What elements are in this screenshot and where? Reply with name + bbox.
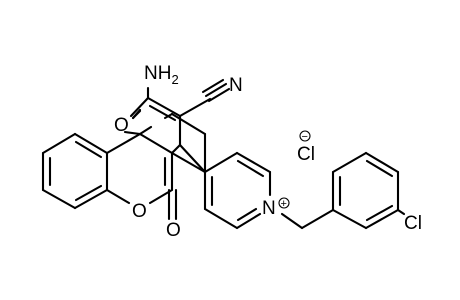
chlorophenyl-ring <box>331 151 406 230</box>
pyranone-ring <box>105 132 178 221</box>
nitrile-nitrogen-label: N <box>229 75 243 96</box>
amino-label: NH2 <box>144 63 179 87</box>
negative-charge-marker: − <box>299 130 311 143</box>
chloride-ion-label: Cl <box>297 144 315 165</box>
benzene-ring-left <box>41 132 109 210</box>
positive-charge-marker: + <box>278 197 290 210</box>
aryl-chlorine-label: Cl <box>404 213 422 234</box>
pyridinium-ring <box>203 151 272 230</box>
ring-oxygen-bottom-label: O <box>132 201 147 222</box>
carbonyl-oxygen-label: O <box>166 220 181 241</box>
ring-oxygen-top-label: O <box>114 115 129 136</box>
pyridinium-nitrogen-label: N <box>262 198 276 219</box>
pyran-ring-bonds <box>123 78 231 174</box>
svg-text:−: − <box>302 131 308 143</box>
benzyl-linker <box>280 208 335 230</box>
svg-text:+: + <box>281 198 287 210</box>
